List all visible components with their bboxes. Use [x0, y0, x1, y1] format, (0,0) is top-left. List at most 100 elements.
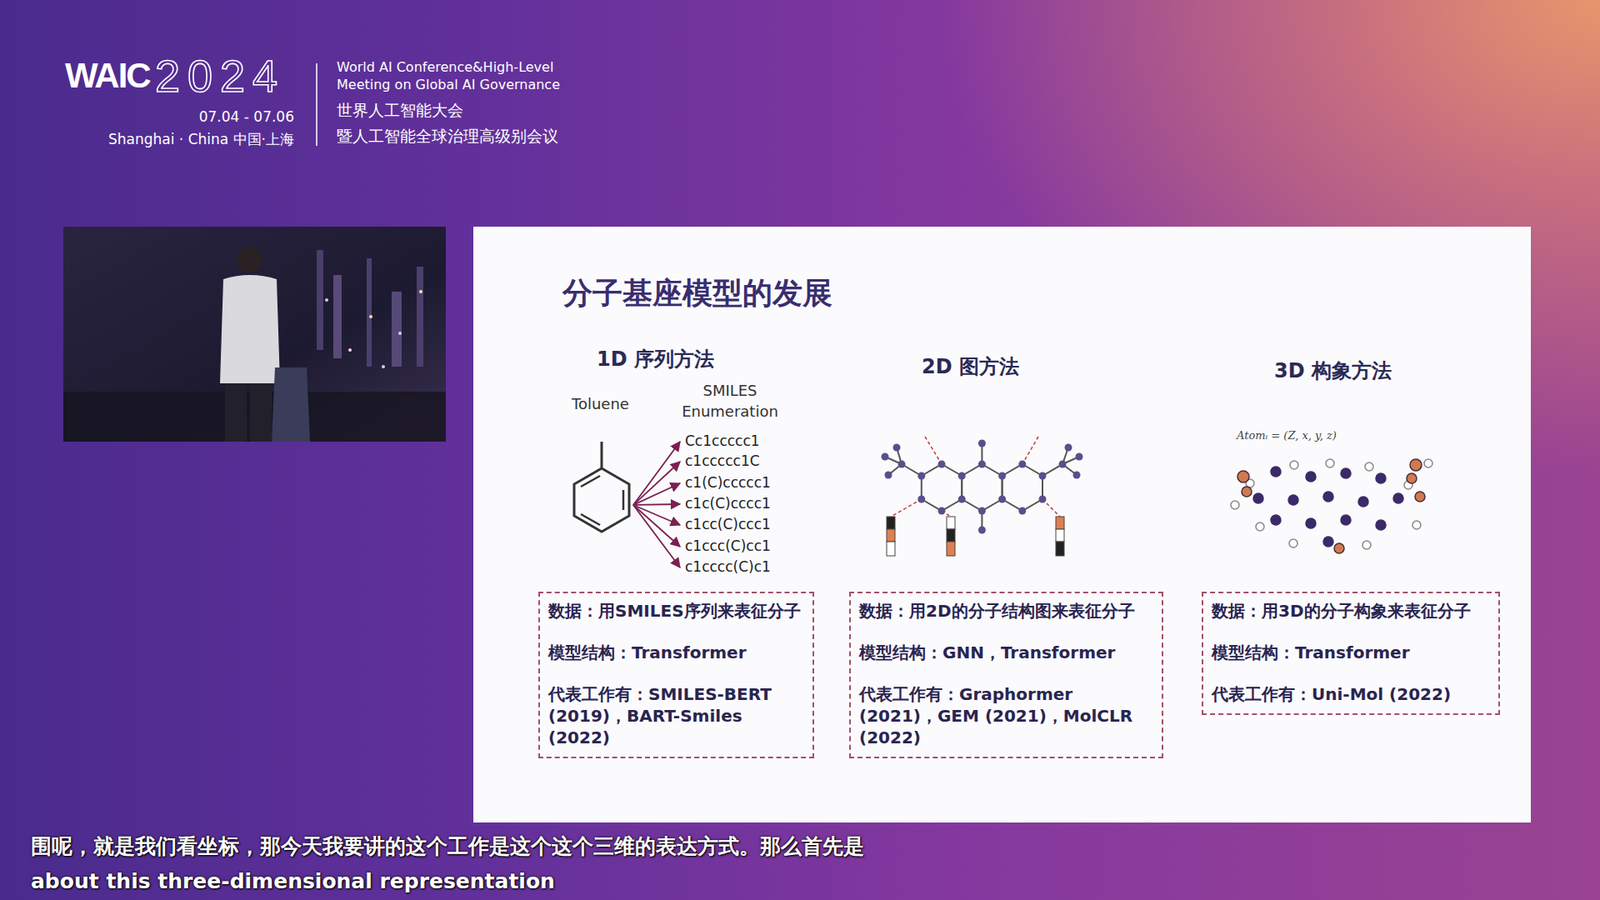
- conformer-atoms-part-part: [1334, 543, 1345, 554]
- conformer-atoms-part: [1253, 466, 1404, 547]
- conformer-atoms-part-part: [1365, 462, 1374, 471]
- molecular-graph-part-part: [890, 499, 922, 517]
- molecular-graph-part-part: [1073, 471, 1081, 480]
- molecular-graph-part-part: [978, 526, 986, 535]
- conformer-atoms-part-part: [1290, 460, 1299, 470]
- speaker-video-part: [348, 348, 352, 352]
- conformer-atoms-part-part: [1415, 491, 1425, 502]
- conference-name: World AI Conference&High-Level: [336, 59, 554, 75]
- conformer-atoms-part-part: [1358, 496, 1369, 507]
- conformer-atoms-part-part: [1375, 473, 1386, 484]
- conference-name: 世界人工智能大会: [336, 100, 464, 122]
- speaker-video-part: [250, 383, 272, 442]
- conference-name: Meeting on Global AI Governance: [336, 76, 560, 93]
- speaker-video: [63, 226, 446, 442]
- enumeration-arrows: [633, 441, 680, 568]
- molecular-graph-part-part: [978, 460, 986, 469]
- conformer-atoms-part: [1237, 459, 1425, 554]
- molecular-graph-part-part: [946, 529, 955, 542]
- conference-name: 暨人工智能全球治理高级别会议: [336, 125, 559, 148]
- smiles-string: c1(C)ccccc1: [685, 474, 771, 491]
- molecular-graph-part: [890, 436, 1060, 517]
- speaker-video-part: [225, 383, 247, 442]
- conformer-atoms-part-part: [1424, 459, 1433, 468]
- conformer-atoms: [1230, 459, 1433, 554]
- molecular-graph-part-part: [978, 507, 986, 515]
- slide-panel: 分子基座模型的发展数据：用SMILES序列来表征分子模型结构：Transform…: [473, 226, 1531, 823]
- molecular-graph-part-part: [958, 495, 966, 504]
- conformer-atoms-part-part: [1289, 539, 1298, 548]
- summary-text: 数据：用2D的分子结构图来表征分子: [859, 600, 1154, 622]
- conformer-atoms-part-part: [1253, 493, 1264, 504]
- label-slot: 2D 图方法: [921, 353, 1020, 380]
- summary-text: 代表工作有：Graphormer (2021)，GEM (2021)，MolCL…: [859, 683, 1154, 749]
- toluene-structure: [574, 441, 630, 532]
- molecular-graph: [881, 436, 1084, 556]
- molecular-graph-part-part: [938, 460, 946, 469]
- conformer-atoms-part-part: [1255, 522, 1265, 531]
- summary-text: 代表工作有：Uni-Mol (2022): [1211, 683, 1490, 705]
- molecular-graph-part-part: [958, 472, 966, 480]
- caption-text: SMILES Enumeration: [671, 380, 789, 422]
- smiles-string: c1ccc(C)cc1: [685, 537, 771, 555]
- conformer-atoms-part-part: [1412, 520, 1421, 530]
- summary-text: 模型结构：Transformer: [548, 641, 805, 664]
- molecular-graph-part-part: [978, 440, 986, 448]
- column-heading: 3D 构象方法: [1274, 357, 1392, 385]
- summary-box: 数据：用2D的分子结构图来表征分子模型结构：GNN，Transformer 代表工…: [849, 591, 1164, 759]
- molecular-graph-part-part: [886, 541, 895, 556]
- conformer-atoms-part: [1230, 459, 1433, 550]
- speaker-video-part: [366, 258, 372, 367]
- molecular-graph-part-part: [1039, 495, 1047, 504]
- enumeration-arrows-part: [633, 505, 680, 568]
- label-slot: Atomᵢ = (Z, x, y, z): [1236, 429, 1337, 442]
- conformer-atoms-part-part: [1393, 493, 1404, 504]
- summary-text: 代表工作有：SMILES-BERT (2019)，BART-Smiles (20…: [548, 683, 805, 749]
- enumeration-arrows-part: [633, 441, 680, 505]
- summary-text: 数据：用SMILES序列来表征分子: [548, 600, 805, 622]
- label-slot: c1cccc(C)c1: [685, 558, 771, 575]
- smiles-string: c1cccc(C)c1: [685, 558, 771, 575]
- molecular-graph-part-part: [998, 495, 1006, 504]
- event-venue: Shanghai · China 中国·上海: [44, 130, 295, 150]
- molecular-graph-part-part: [1055, 541, 1065, 556]
- label-slot: 3D 构象方法: [1274, 357, 1392, 385]
- toluene-structure-part: [600, 441, 604, 469]
- logo-text: WAIC: [65, 58, 150, 94]
- conformer-atoms-part-part: [1362, 540, 1371, 550]
- molecular-graph-part-part: [925, 436, 942, 465]
- summary-text: 数据：用3D的分子构象来表征分子: [1211, 600, 1490, 622]
- molecular-graph-part-part: [1065, 444, 1073, 452]
- molecular-graph-part-part: [898, 460, 906, 469]
- label-slot: 1D 序列方法: [596, 345, 715, 373]
- molecular-graph-part-part: [961, 464, 1002, 511]
- summary-text: 模型结构：GNN，Transformer: [859, 641, 1154, 664]
- speaker-video-part: [419, 290, 423, 294]
- conformer-atoms-part-part: [1230, 500, 1240, 510]
- conformer-atoms-part-part: [1325, 459, 1335, 468]
- label-slot: Toluene: [571, 395, 630, 413]
- speaker-video-part: [325, 298, 329, 302]
- slide-panel: [473, 226, 1531, 823]
- molecular-graph-part-part: [1018, 507, 1026, 515]
- label-slot: Shanghai · China 中国·上海: [44, 130, 295, 150]
- speaker-video-part: [63, 226, 446, 442]
- speaker-video-part: [237, 247, 263, 273]
- molecular-graph-part-part: [885, 471, 893, 480]
- conformer-atoms-part-part: [1270, 466, 1281, 477]
- label-slot: World AI Conference&High-Level: [336, 59, 554, 75]
- toluene-structure-part: [580, 514, 600, 525]
- speaker-video-part: [381, 365, 385, 369]
- molecular-graph-part-part: [1018, 460, 1026, 469]
- smiles-string: Cc1ccccc1: [685, 432, 760, 450]
- conformer-atoms-part-part: [1410, 459, 1422, 471]
- summary-text: 模型结构：Transformer: [1211, 641, 1490, 664]
- logo-year: 2024: [155, 53, 285, 99]
- conformer-atoms-part-part: [1305, 471, 1316, 482]
- label-slot: 围呢，就是我们看坐标，那今天我要讲的这个工作是这个这个三维的表达方式。那么首先是: [30, 832, 865, 860]
- slide-title: 分子基座模型的发展: [562, 273, 1531, 315]
- molecular-graph-part-part: [1055, 529, 1065, 542]
- molecular-graph-part-part: [921, 464, 962, 511]
- molecular-graph-part-part: [946, 516, 955, 530]
- event-date: 07.04 - 07.06: [160, 108, 295, 125]
